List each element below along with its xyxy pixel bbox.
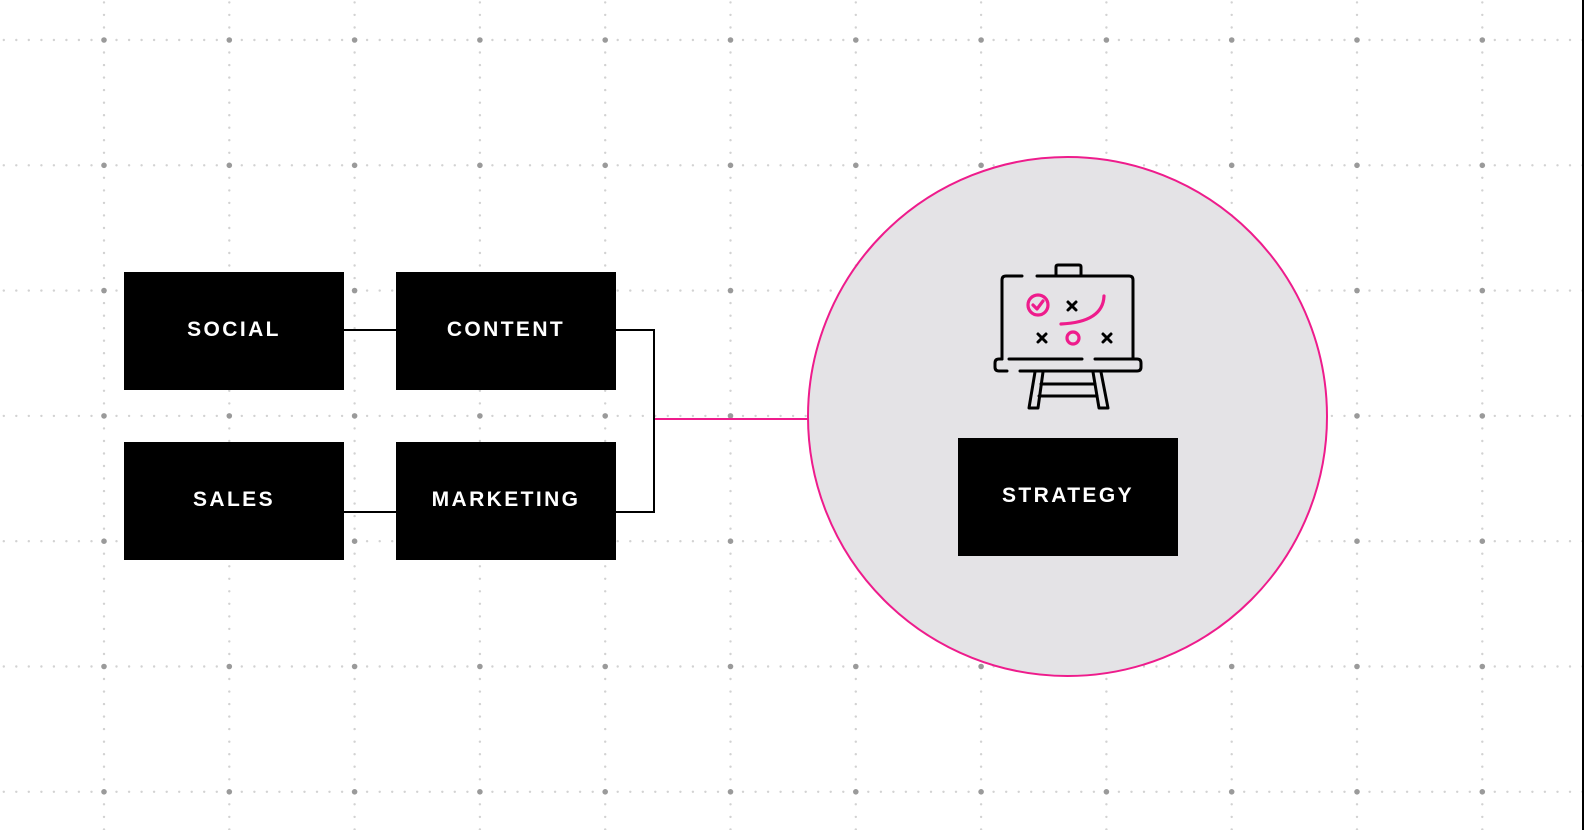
node-marketing-label: MARKETING [431,488,581,511]
node-sales[interactable]: SALES [124,442,344,560]
connector-social-content [343,329,397,331]
node-social[interactable]: SOCIAL [124,272,344,390]
node-social-label: SOCIAL [187,318,281,341]
connector-marketing-bracket [615,511,655,513]
node-content-label: CONTENT [446,318,566,341]
node-sales-label: SALES [192,488,275,511]
right-edge-bar [1582,0,1584,830]
node-marketing[interactable]: MARKETING [396,442,616,560]
connector-sales-marketing [343,511,397,513]
strategy-easel-icon [993,263,1143,410]
bracket-vertical [653,329,655,513]
node-strategy-label: STRATEGY [1002,484,1134,507]
node-strategy[interactable]: STRATEGY [958,438,1178,556]
connector-to-strategy [655,418,811,420]
strategy-hub-circle [807,156,1328,677]
connector-content-bracket [615,329,655,331]
node-content[interactable]: CONTENT [396,272,616,390]
